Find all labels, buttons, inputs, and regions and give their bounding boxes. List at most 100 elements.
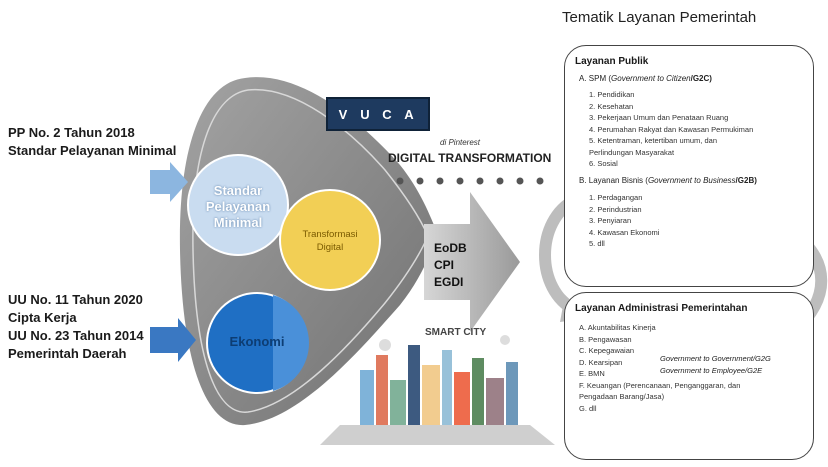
spm-label-line: Standar — [213, 183, 263, 198]
spm-label-line: Minimal — [213, 215, 263, 230]
layanan-publik-title: Layanan Publik — [575, 56, 649, 67]
digital-transformation-title: DIGITAL TRANSFORMATION — [388, 151, 552, 165]
spm-circle — [187, 154, 289, 256]
right-panel-heading: Tematik Layanan Pemerintah — [562, 9, 757, 26]
list-item: 5. Ketentraman, ketertiban umum, dan — [589, 136, 717, 145]
list-item: E. BMN — [579, 369, 605, 378]
building — [376, 355, 388, 425]
list-item: Pengadaan Barang/Jasa) — [579, 392, 665, 401]
section-b-prefix: B. Layanan Bisnis ( — [579, 176, 648, 185]
section-a-prefix: A. SPM ( — [579, 74, 612, 83]
index-cpi: CPI — [434, 258, 455, 272]
transformasi-label-line: Digital — [316, 242, 344, 253]
city-base — [320, 425, 555, 445]
index-eodb: EoDB — [434, 241, 467, 255]
building — [442, 350, 452, 425]
list-item: 2. Perindustrian — [589, 204, 642, 214]
dt-icon — [396, 177, 404, 185]
list-item: G. dll — [579, 403, 597, 413]
section-a-heading: A. SPM (Government to Citizen/G2C) — [579, 73, 712, 85]
law-line: UU No. 11 Tahun 2020 — [8, 292, 143, 307]
list-item: 5. dll — [589, 239, 605, 248]
list-item: C. Kepegawaian — [579, 346, 635, 355]
g2g-label: Government to Government/G2G — [660, 354, 771, 363]
vuca-letter: V — [338, 106, 352, 122]
big-arrow — [424, 192, 520, 332]
section-a-suffix: /G2C) — [690, 74, 712, 83]
section-b-heading: B. Layanan Bisnis (Government to Busines… — [579, 175, 757, 187]
list-item: 3. Penyiaran — [589, 216, 632, 225]
law-line: Pemerintah Daerah — [8, 346, 127, 361]
cloud — [379, 339, 391, 351]
smart-city-illustration — [320, 335, 555, 445]
spm-circle-label: Standar Pelayanan Minimal — [188, 183, 288, 231]
ekonomi-circle-label: Ekonomi — [207, 334, 307, 349]
arrow-top-input — [150, 162, 188, 202]
section-a-items: 1. Pendidikan 2. Kesehatan 3. Pekerjaan … — [589, 89, 753, 170]
list-item: 1. Perdagangan — [589, 193, 643, 202]
list-item: 6. Sosial — [589, 159, 618, 168]
building — [360, 370, 374, 425]
section-b-italic: Government to Business — [647, 176, 736, 185]
list-item: F. Keuangan (Perencanaan, Penganggaran, … — [579, 380, 741, 390]
dt-icon — [436, 177, 444, 185]
administrasi-items: A. Akuntabilitas Kinerja B. Pengawasan C… — [579, 322, 740, 414]
cycle-arrow-left — [539, 194, 579, 316]
law-pp-2-2018: PP No. 2 Tahun 2018 Standar Pelayanan Mi… — [8, 124, 176, 160]
ekonomi-highlight — [273, 295, 309, 391]
ekonomi-label: Ekonomi — [229, 334, 285, 349]
building — [486, 378, 504, 425]
list-item: A. Akuntabilitas Kinerja — [579, 323, 656, 332]
dt-icons — [396, 177, 544, 185]
vuca-badge: V U C A — [326, 97, 430, 131]
list-item: 1. Pendidikan — [589, 90, 635, 99]
list-item: D. Kearsipan — [579, 357, 623, 367]
law-line: UU No. 23 Tahun 2014 — [8, 328, 144, 343]
arrow-bottom-input — [150, 318, 196, 362]
building — [472, 358, 484, 425]
layanan-administrasi-panel: Layanan Administrasi Pemerintahan A. Aku… — [564, 292, 814, 460]
section-b-items: 1. Perdagangan 2. Perindustrian 3. Penyi… — [589, 192, 659, 250]
vuca-letter: U — [360, 106, 374, 122]
list-item: 2. Kesehatan — [589, 101, 634, 111]
list-item: 4. Kawasan Ekonomi — [589, 227, 660, 237]
index-egdi: EGDI — [434, 275, 464, 289]
transformasi-circle — [279, 189, 381, 291]
building — [454, 372, 470, 425]
vuca-letter: C — [382, 106, 396, 122]
dt-icon — [536, 177, 544, 185]
dt-icon — [416, 177, 424, 185]
list-item: 4. Perumahan Rakyat dan Kawasan Permukim… — [589, 124, 754, 134]
g2g-g2e-labels: Government to Government/G2G Government … — [660, 353, 771, 377]
dt-icon — [516, 177, 524, 185]
transformasi-circle-label: Transformasi Digital — [280, 228, 380, 254]
layanan-publik-panel: Layanan Publik A. SPM (Government to Cit… — [564, 45, 814, 287]
funnel-outline — [192, 88, 429, 413]
smart-city-label: SMART CITY — [425, 327, 487, 338]
building — [390, 380, 406, 425]
dt-icon — [456, 177, 464, 185]
building — [422, 365, 440, 425]
spm-label-line: Pelayanan — [205, 199, 271, 214]
building — [408, 345, 420, 425]
cloud — [500, 335, 510, 345]
transformasi-label-line: Transformasi — [302, 229, 358, 240]
g2e-label: Government to Employee/G2E — [660, 366, 763, 375]
section-b-suffix: /G2B) — [735, 176, 757, 185]
pinterest-brand: di Pinterest — [440, 138, 481, 147]
dt-icon — [476, 177, 484, 185]
law-line: Cipta Kerja — [8, 310, 77, 325]
law-line: Standar Pelayanan Minimal — [8, 143, 177, 158]
law-uu-list: UU No. 11 Tahun 2020 Cipta Kerja UU No. … — [8, 291, 144, 363]
arrow-index-list: EoDB CPI EGDI — [434, 240, 467, 291]
vuca-letter: A — [404, 106, 418, 122]
section-a-italic: Government to Citizen — [611, 74, 691, 83]
law-line: PP No. 2 Tahun 2018 — [8, 125, 135, 140]
list-item: Perlindungan Masyarakat — [589, 147, 675, 157]
building — [506, 362, 518, 425]
list-item: 3. Pekerjaan Umum dan Penataan Ruang — [589, 113, 729, 122]
dt-icon — [496, 177, 504, 185]
list-item: B. Pengawasan — [579, 334, 632, 344]
layanan-administrasi-title: Layanan Administrasi Pemerintahan — [575, 303, 748, 314]
